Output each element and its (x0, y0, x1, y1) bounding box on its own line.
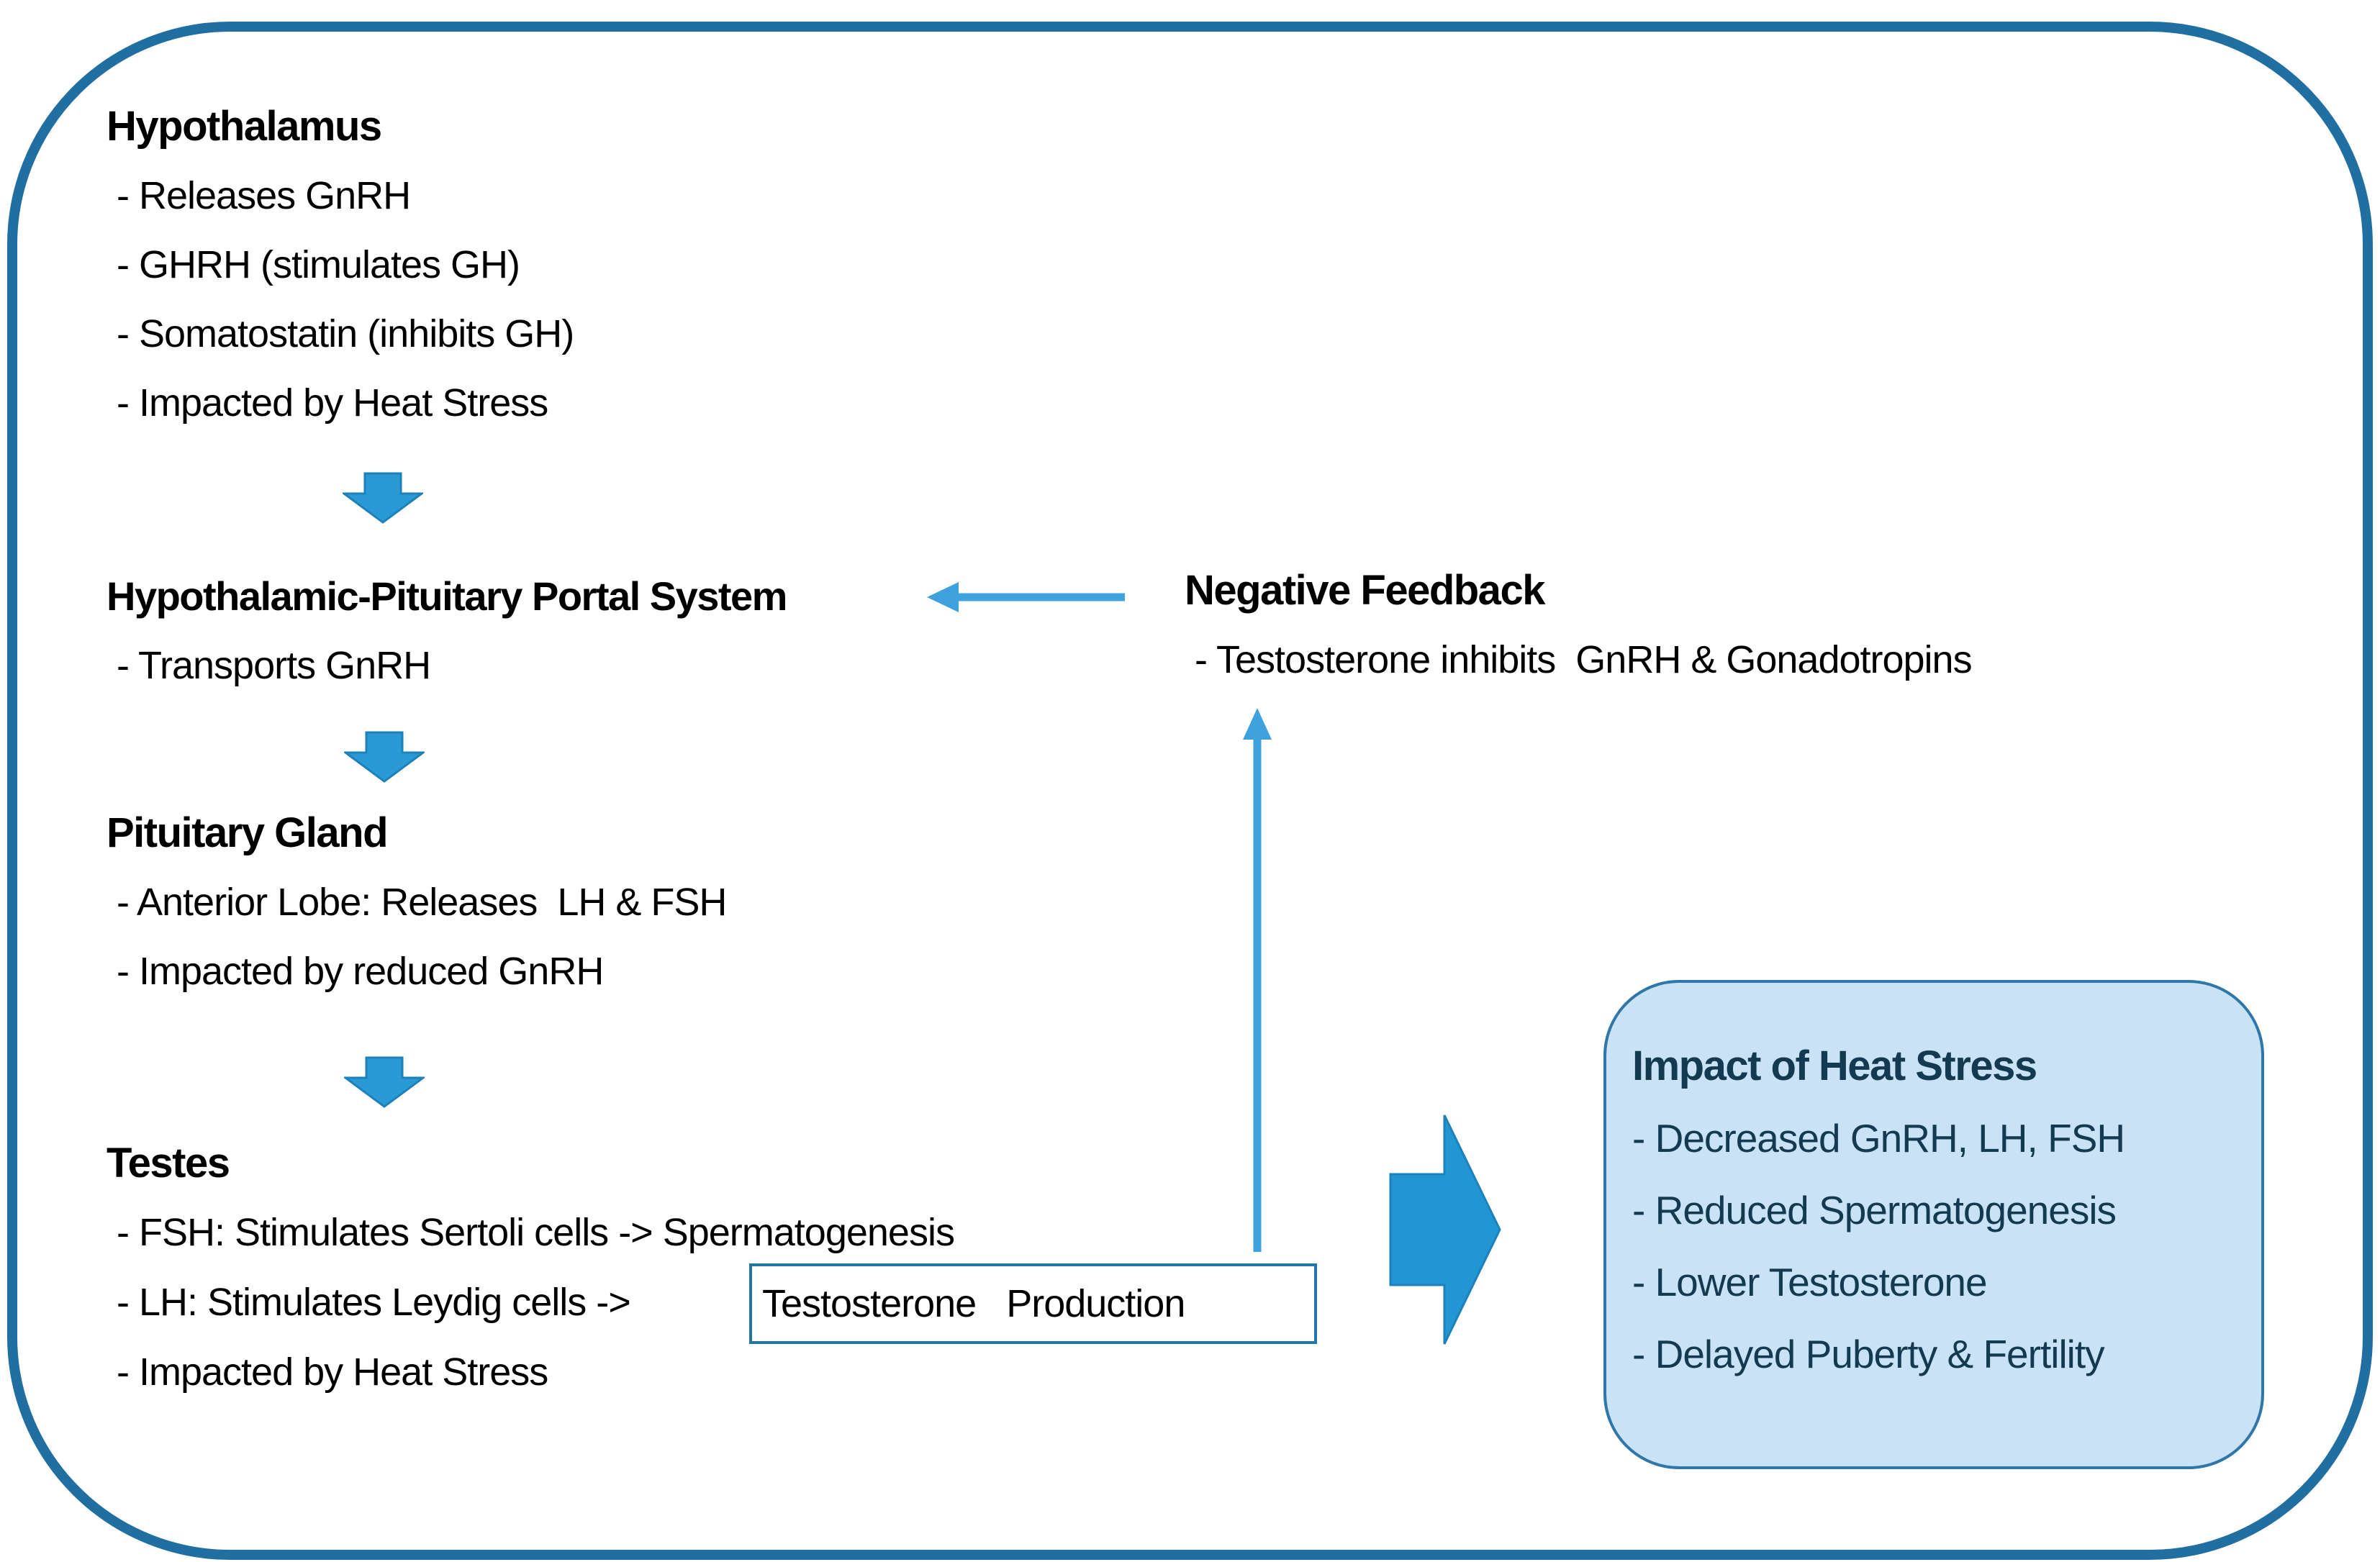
hypothalamus-title: Hypothalamus (107, 103, 382, 150)
down-arrow-icon (344, 1056, 425, 1108)
testosterone-production-box: Testosterone Production (749, 1263, 1317, 1344)
hypothalamus-bullet: - Somatostatin (inhibits GH) (107, 312, 574, 355)
feedback-up-arrow-icon (1243, 708, 1272, 1252)
pituitary-section: Pituitary Gland - Anterior Lobe: Release… (107, 799, 727, 1006)
down-arrow-icon (344, 731, 425, 783)
pituitary-bullet: - Impacted by reduced GnRH (107, 950, 604, 993)
pituitary-bullet: - Anterior Lobe: Releases LH & FSH (107, 881, 727, 924)
hypothalamus-bullet: - Releases GnRH (107, 174, 411, 217)
negative-feedback-section: Negative Feedback - Testosterone inhibit… (1185, 556, 1973, 694)
impact-bullet: - Delayed Puberty & Fertility (1632, 1332, 2105, 1376)
feedback-left-arrow-icon (927, 582, 1125, 612)
testosterone-production-label: Testosterone Production (762, 1282, 1185, 1325)
testes-bullet: - Impacted by Heat Stress (107, 1350, 548, 1394)
testes-title: Testes (107, 1140, 230, 1186)
impact-bullet: - Decreased GnRH, LH, FSH (1632, 1116, 2125, 1161)
testes-bullet: - FSH: Stimulates Sertoli cells -> Sperm… (107, 1211, 955, 1254)
testes-section: Testes - FSH: Stimulates Sertoli cells -… (107, 1128, 955, 1407)
negative-feedback-bullet: - Testosterone inhibits GnRH & Gonadotro… (1185, 638, 1973, 681)
portal-system-bullet: - Transports GnRH (107, 644, 431, 687)
portal-system-section: Hypothalamic-Pituitary Portal System - T… (107, 562, 787, 700)
right-block-arrow-icon (1389, 1114, 1501, 1345)
hypothalamus-bullet: - Impacted by Heat Stress (107, 381, 548, 424)
testes-bullet: - LH: Stimulates Leydig cells -> (107, 1281, 631, 1324)
impact-bullet: - Lower Testosterone (1632, 1260, 1988, 1304)
impact-of-heat-stress-box: Impact of Heat Stress - Decreased GnRH, … (1603, 980, 2264, 1469)
impact-title: Impact of Heat Stress (1632, 1043, 2037, 1089)
down-arrow-icon (343, 472, 423, 524)
slide-border-frame (7, 22, 2373, 1560)
portal-system-title: Hypothalamic-Pituitary Portal System (107, 573, 787, 619)
pituitary-title: Pituitary Gland (107, 809, 389, 856)
negative-feedback-title: Negative Feedback (1185, 567, 1545, 614)
hypothalamus-section: Hypothalamus - Releases GnRH - GHRH (sti… (107, 92, 574, 437)
hypothalamus-bullet: - GHRH (stimulates GH) (107, 243, 520, 286)
impact-bullet: - Reduced Spermatogenesis (1632, 1188, 2117, 1232)
